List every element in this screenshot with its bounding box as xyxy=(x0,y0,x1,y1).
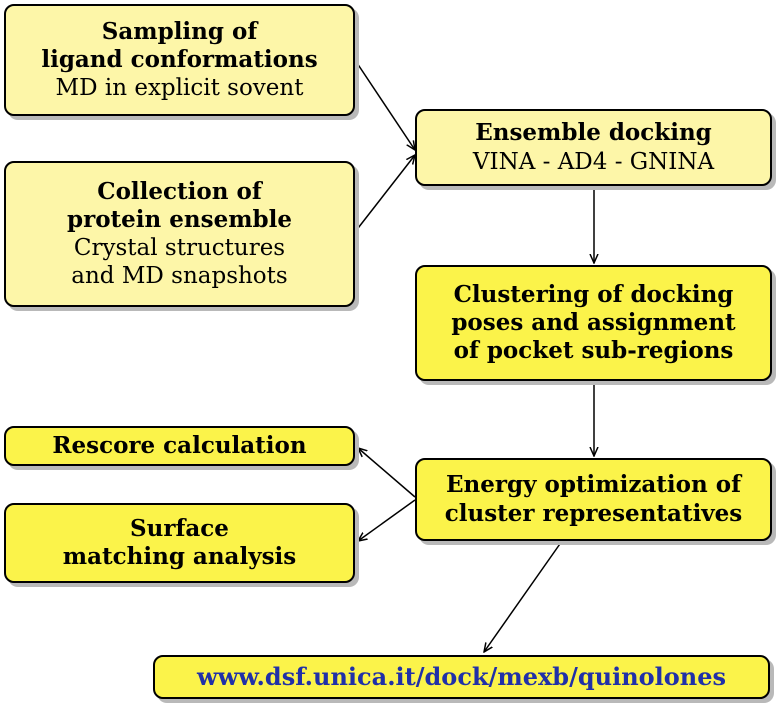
clustering-title-line-2: poses and assignment xyxy=(451,308,736,336)
sampling-title-line-1: Sampling of xyxy=(101,17,258,45)
docking-box: Ensemble docking VINA - AD4 - GNINA xyxy=(415,109,772,186)
sampling-box: Sampling of ligand conformations MD in e… xyxy=(4,4,355,116)
clustering-title-line-1: Clustering of docking xyxy=(453,280,734,308)
arrow-sampling-to-docking xyxy=(354,59,415,150)
energy-title-line-1: Energy optimization of xyxy=(446,471,741,499)
clustering-title-line-3: of pocket sub-regions xyxy=(453,337,734,365)
rescore-box: Rescore calculation xyxy=(4,426,355,466)
arrow-collection-to-docking xyxy=(354,155,415,233)
url-link[interactable]: www.dsf.unica.it/dock/mexb/quinolones xyxy=(196,662,727,692)
clustering-box: Clustering of docking poses and assignme… xyxy=(415,265,772,381)
arrow-energy-to-url xyxy=(484,540,563,652)
sampling-title-line-2: ligand conformations xyxy=(41,45,318,73)
rescore-title: Rescore calculation xyxy=(52,431,307,459)
surface-box: Surface matching analysis xyxy=(4,503,355,583)
url-box: www.dsf.unica.it/dock/mexb/quinolones xyxy=(153,655,770,699)
arrow-energy-to-surface xyxy=(358,499,416,541)
docking-subtitle: VINA - AD4 - GNINA xyxy=(472,148,715,175)
collection-box: Collection of protein ensemble Crystal s… xyxy=(4,161,355,307)
arrow-energy-to-rescore xyxy=(358,448,416,498)
energy-box: Energy optimization of cluster represent… xyxy=(415,458,772,541)
collection-title-line-2: protein ensemble xyxy=(67,205,292,233)
collection-title-line-1: Collection of xyxy=(97,177,262,205)
surface-title-line-2: matching analysis xyxy=(62,543,297,570)
energy-title-line-2: cluster representatives xyxy=(444,499,743,527)
docking-title: Ensemble docking xyxy=(475,119,712,147)
collection-subtitle-line-1: Crystal structures xyxy=(73,235,286,261)
collection-subtitle-line-2: and MD snapshots xyxy=(71,263,288,290)
sampling-subtitle: MD in explicit sovent xyxy=(55,75,304,102)
surface-title-line-1: Surface xyxy=(130,514,229,542)
